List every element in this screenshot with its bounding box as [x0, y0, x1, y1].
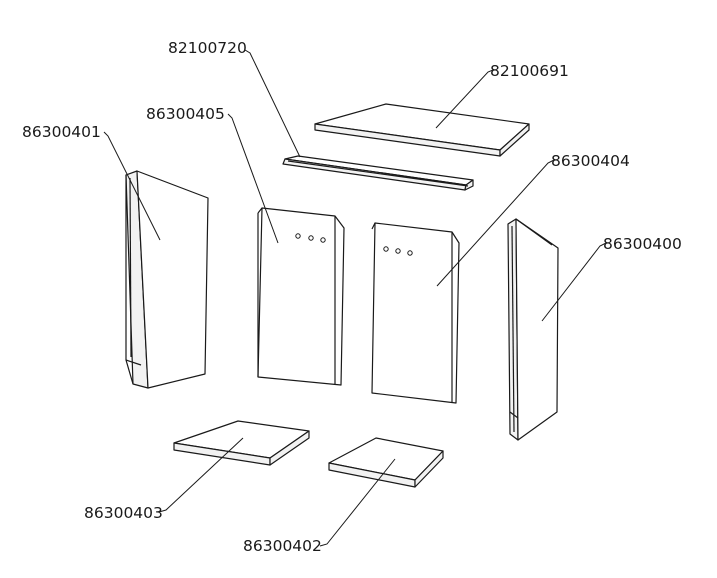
part-bottom-left-plate: [173, 420, 310, 466]
part-bottom-right-plate: [328, 437, 444, 488]
label-86300405: 86300405: [146, 105, 225, 123]
part-right-side-brick: [507, 218, 559, 441]
label-82100720: 82100720: [168, 39, 247, 57]
part-labels: 82100720 82100691 86300405 86300401 8630…: [22, 39, 682, 555]
leader-86300401: [103, 131, 161, 241]
part-left-side-brick: [125, 170, 209, 389]
label-86300404: 86300404: [551, 152, 630, 170]
leader-86300405: [227, 113, 279, 244]
label-86300403: 86300403: [84, 504, 163, 522]
part-back-left-brick: [257, 207, 345, 386]
label-86300401: 86300401: [22, 123, 101, 141]
label-82100691: 82100691: [490, 62, 569, 80]
leader-lines: [103, 49, 607, 547]
leader-86300404: [436, 159, 555, 287]
leader-86300402: [319, 458, 396, 547]
label-86300402: 86300402: [243, 537, 322, 555]
part-back-right-brick: [371, 222, 460, 404]
leader-86300403: [158, 437, 244, 513]
leader-82100691: [435, 69, 494, 129]
label-86300400: 86300400: [603, 235, 682, 253]
part-rail: [282, 155, 474, 191]
leader-82100720: [244, 49, 301, 158]
leader-86300400: [541, 242, 607, 322]
part-top-plate: [314, 103, 530, 157]
